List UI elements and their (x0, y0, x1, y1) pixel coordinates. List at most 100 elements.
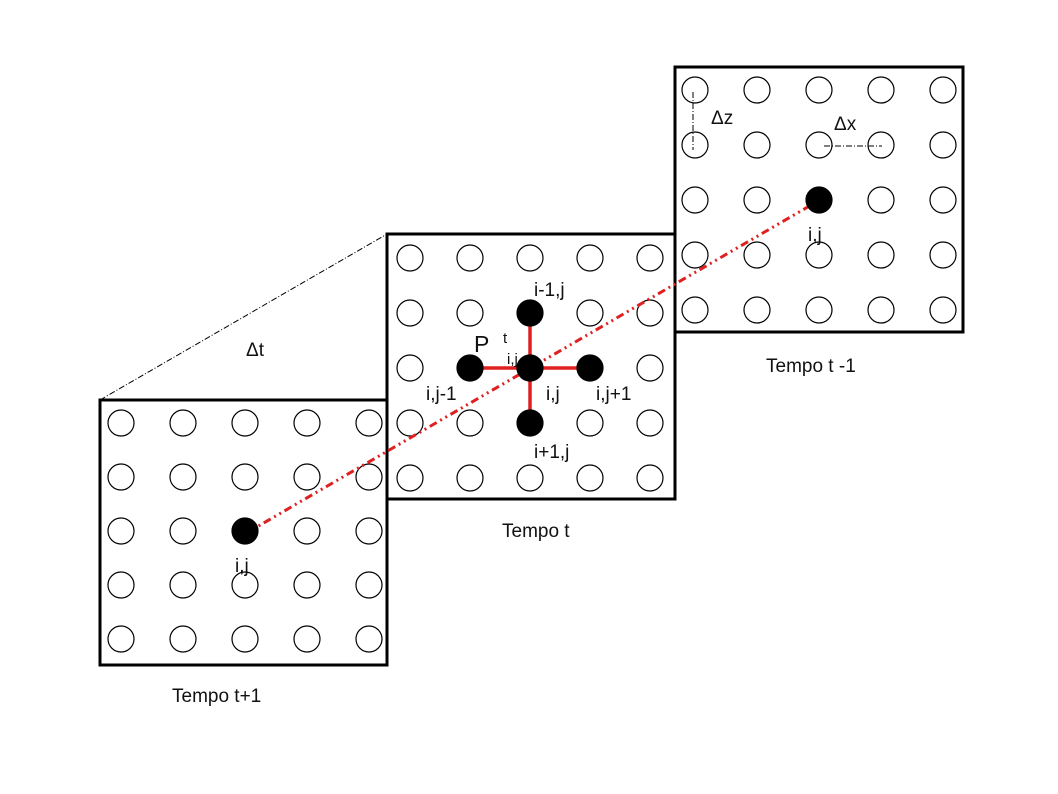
node-open-t-3-0 (396, 409, 424, 437)
node-open-t_minus_1-1-1 (743, 131, 771, 159)
node-open-t_plus_1-0-1 (169, 409, 197, 437)
node-open-t_plus_1-0-3 (293, 409, 321, 437)
node-open-t_minus_1-4-4 (929, 296, 957, 324)
node-open-t_plus_1-4-2 (231, 625, 259, 653)
node-open-t-4-0 (396, 464, 424, 492)
node-open-t_plus_1-1-3 (293, 463, 321, 491)
pressure-subscript: i,j (507, 351, 518, 368)
caption-t-plus-1: Tempo t+1 (172, 686, 261, 707)
pressure-superscript: t (503, 330, 508, 347)
node-open-t-0-0 (396, 244, 424, 272)
grid-nodes-t-plus-1 (107, 409, 383, 653)
node-open-t_minus_1-4-1 (743, 296, 771, 324)
node-open-t_minus_1-0-0 (681, 76, 709, 104)
node-open-t_minus_1-3-1 (743, 241, 771, 269)
grid-frame-t (385, 232, 677, 501)
grid-nodes-t (396, 244, 664, 492)
node-open-t_plus_1-3-1 (169, 571, 197, 599)
temporal-link-line (242, 199, 819, 537)
node-open-t-0-4 (636, 244, 664, 272)
node-open-t_plus_1-1-0 (107, 463, 135, 491)
node-open-t_plus_1-2-1 (169, 517, 197, 545)
node-open-t-2-0 (396, 354, 424, 382)
node-open-t_minus_1-2-4 (929, 186, 957, 214)
node-open-t-2-4 (636, 354, 664, 382)
grid-nodes-t-minus-1 (681, 76, 957, 324)
node-open-t-0-1 (456, 244, 484, 272)
node-filled-t_plus_1-2-2 (231, 517, 259, 545)
dt-label: Δt (246, 340, 265, 361)
node-filled-t_minus_1-2-2 (805, 186, 833, 214)
node-open-t_plus_1-0-0 (107, 409, 135, 437)
node-label-t-plus-1: i,j (235, 556, 249, 577)
node-open-t_minus_1-0-1 (743, 76, 771, 104)
node-open-t_minus_1-3-0 (681, 241, 709, 269)
node-open-t_minus_1-1-4 (929, 131, 957, 159)
node-open-t_plus_1-4-1 (169, 625, 197, 653)
node-open-t-4-3 (576, 464, 604, 492)
node-open-t_plus_1-1-4 (355, 463, 383, 491)
grid-frame-t-minus-1 (673, 65, 965, 334)
node-filled-t-2-1 (456, 354, 484, 382)
node-open-t_plus_1-3-0 (107, 571, 135, 599)
node-filled-t-2-3 (576, 354, 604, 382)
node-open-t_minus_1-2-0 (681, 186, 709, 214)
node-open-t_plus_1-4-3 (293, 625, 321, 653)
pressure-symbol: P (474, 331, 489, 357)
node-open-t_plus_1-2-4 (355, 517, 383, 545)
stencil-label-west: i,j-1 (426, 384, 457, 405)
grid-frame-t-plus-1 (98, 398, 389, 667)
node-open-t_plus_1-3-4 (355, 571, 383, 599)
node-open-t_plus_1-1-2 (231, 463, 259, 491)
node-open-t-3-1 (456, 409, 484, 437)
node-open-t-4-1 (456, 464, 484, 492)
caption-t: Tempo t (502, 521, 570, 542)
dz-label: Δz (711, 108, 733, 129)
stencil-label-center: i,j (546, 384, 560, 405)
node-open-t_plus_1-4-0 (107, 625, 135, 653)
node-open-t_minus_1-3-3 (867, 241, 895, 269)
stencil-label-north: i-1,j (534, 280, 565, 301)
node-open-t_minus_1-4-3 (867, 296, 895, 324)
node-open-t-4-4 (636, 464, 664, 492)
node-open-t_plus_1-3-2 (231, 571, 259, 599)
node-label-t-minus-1: i,j (808, 225, 822, 246)
node-open-t_plus_1-4-4 (355, 625, 383, 653)
node-open-t-0-2 (516, 244, 544, 272)
node-open-t-1-3 (576, 299, 604, 327)
node-open-t_plus_1-0-4 (355, 409, 383, 437)
node-open-t_minus_1-1-3 (867, 131, 895, 159)
node-open-t_minus_1-4-2 (805, 296, 833, 324)
node-open-t_plus_1-1-1 (169, 463, 197, 491)
node-open-t-0-3 (576, 244, 604, 272)
node-open-t-3-4 (636, 409, 664, 437)
node-open-t_minus_1-1-0 (681, 131, 709, 159)
node-open-t_plus_1-2-0 (107, 517, 135, 545)
stencil-label-east: i,j+1 (596, 384, 631, 405)
node-filled-t-2-2 (516, 354, 544, 382)
node-open-t_minus_1-3-4 (929, 241, 957, 269)
node-filled-t-3-2 (516, 409, 544, 437)
node-open-t_minus_1-1-2 (805, 131, 833, 159)
node-open-t-4-2 (516, 464, 544, 492)
node-filled-t-1-2 (516, 299, 544, 327)
dt-perspective-line (99, 233, 388, 401)
node-open-t_minus_1-3-2 (805, 241, 833, 269)
node-open-t_minus_1-4-0 (681, 296, 709, 324)
node-open-t_minus_1-0-2 (805, 76, 833, 104)
node-open-t_minus_1-2-3 (867, 186, 895, 214)
dx-label: Δx (834, 114, 857, 135)
node-open-t-3-3 (576, 409, 604, 437)
node-open-t_plus_1-0-2 (231, 409, 259, 437)
node-open-t_minus_1-2-1 (743, 186, 771, 214)
caption-t-minus-1: Tempo t -1 (766, 356, 856, 377)
node-open-t_minus_1-0-3 (867, 76, 895, 104)
stencil-label-south: i+1,j (534, 442, 569, 463)
node-open-t_minus_1-0-4 (929, 76, 957, 104)
node-open-t_plus_1-2-3 (293, 517, 321, 545)
node-open-t_plus_1-3-3 (293, 571, 321, 599)
filled-nodes (231, 186, 833, 545)
node-open-t-1-1 (456, 299, 484, 327)
node-open-t-1-0 (396, 299, 424, 327)
